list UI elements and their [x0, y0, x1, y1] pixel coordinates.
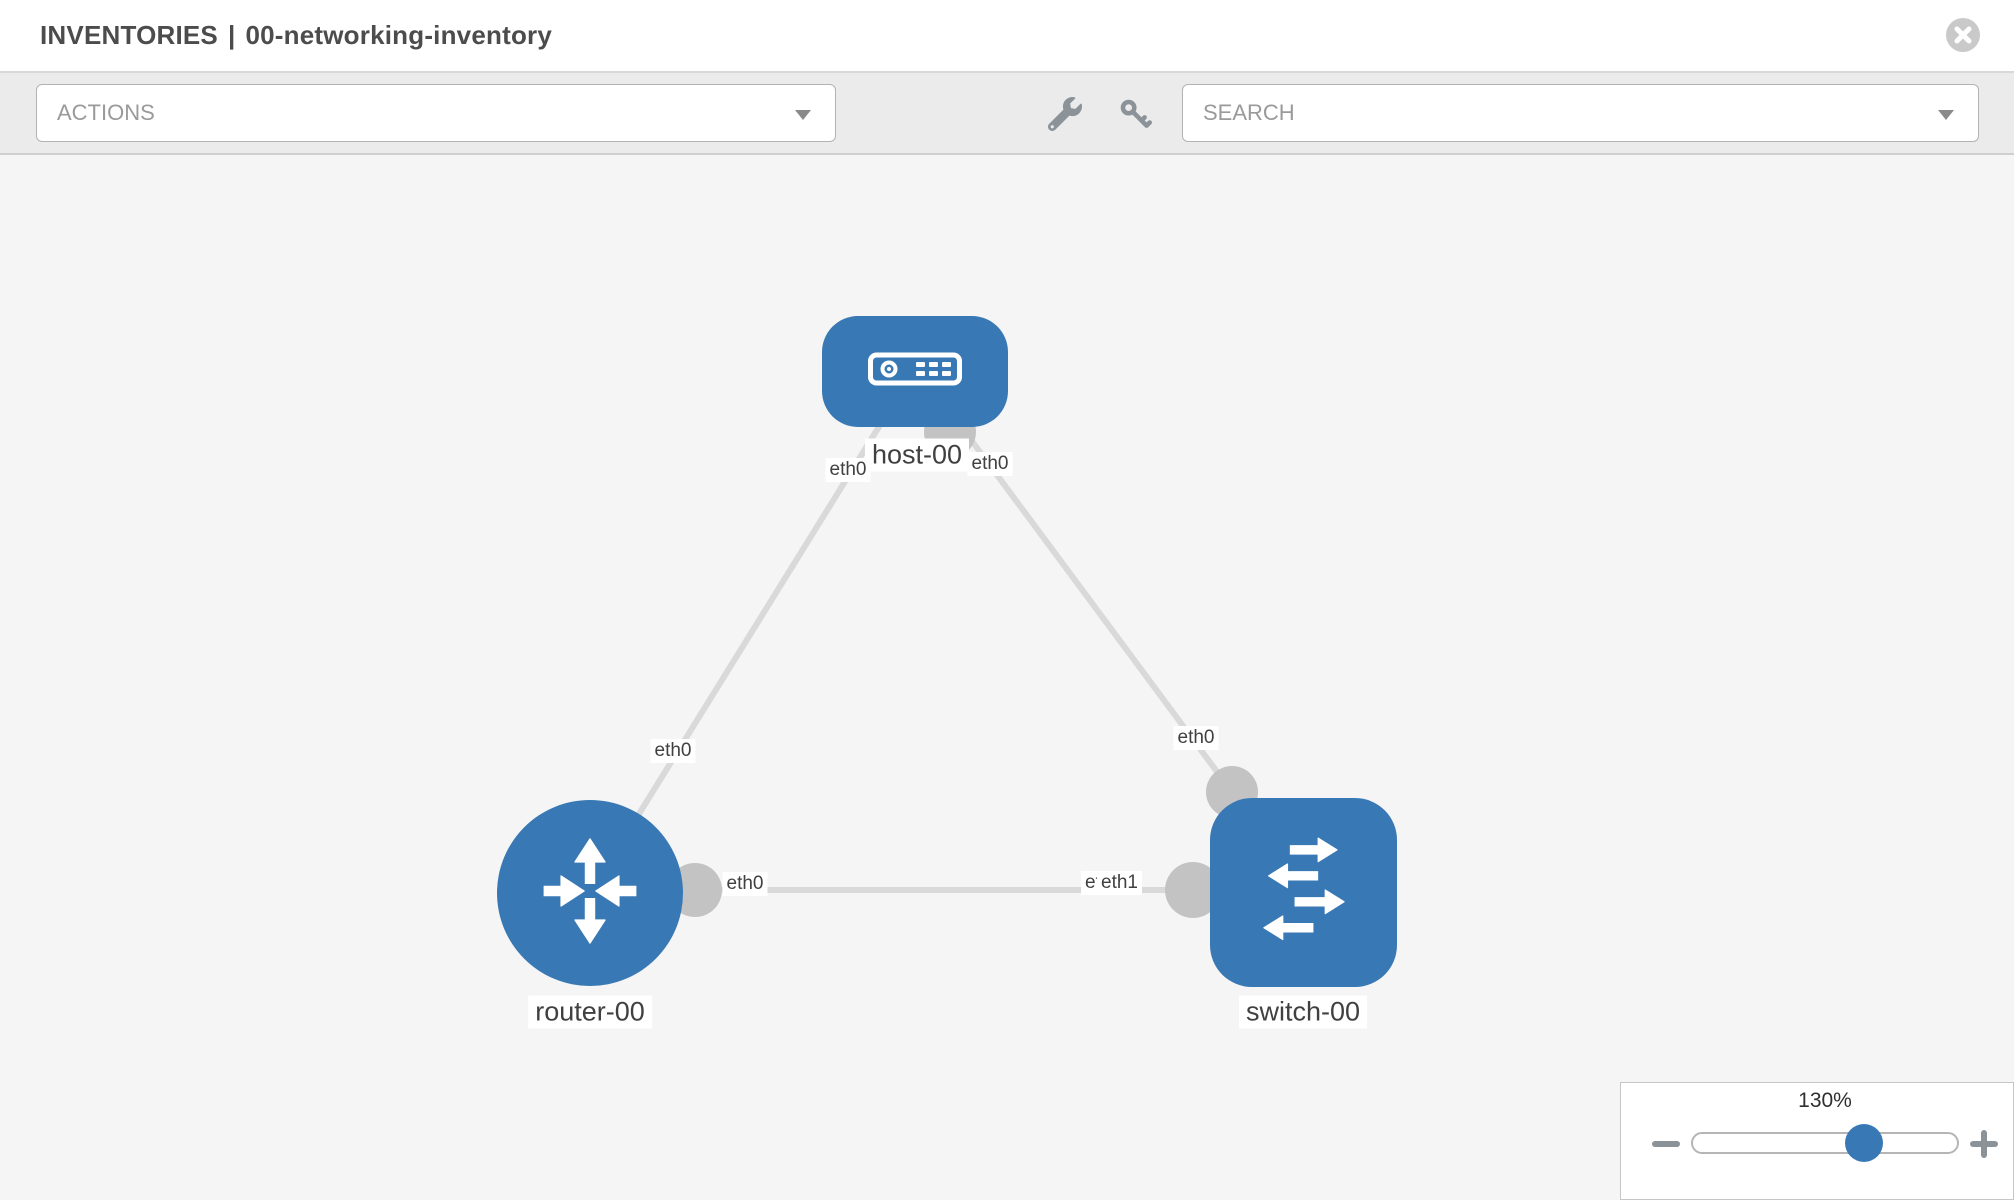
if-label-host-left: eth0	[825, 458, 871, 482]
breadcrumb-section: INVENTORIES	[40, 20, 218, 50]
switch-icon	[1245, 831, 1363, 954]
breadcrumb-separator: |	[227, 20, 236, 50]
close-button[interactable]	[1946, 18, 1980, 52]
toolbar: ACTIONS SEARCH	[0, 73, 2014, 155]
title-bar: INVENTORIES | 00-networking-inventory	[0, 0, 2014, 73]
breadcrumb-inventory-name: 00-networking-inventory	[245, 20, 553, 50]
host-icon	[867, 351, 963, 392]
if-label-switch-up: eth0	[1173, 726, 1219, 750]
node-label-router: router-00	[528, 995, 652, 1029]
plus-icon	[1970, 1130, 1998, 1158]
page-title: INVENTORIES | 00-networking-inventory	[40, 0, 552, 71]
minus-icon	[1652, 1141, 1680, 1147]
zoom-in-button[interactable]	[1969, 1129, 1999, 1159]
actions-dropdown-label: ACTIONS	[57, 100, 155, 125]
zoom-percentage: 130%	[1798, 1089, 1852, 1112]
zoom-slider-track[interactable]	[1691, 1132, 1959, 1154]
if-label-router-up: eth0	[650, 739, 696, 763]
if-label-switch-mid: eth1	[1097, 871, 1142, 895]
search-dropdown-label: SEARCH	[1203, 100, 1295, 125]
zoom-control-panel: 130%	[1620, 1082, 2014, 1200]
zoom-slider-thumb[interactable]	[1845, 1124, 1883, 1162]
node-label-host: host-00	[864, 438, 970, 472]
if-label-router-mid: eth0	[722, 872, 768, 896]
if-label-host-right: eth0	[967, 452, 1013, 476]
link-lines	[587, 423, 1235, 895]
port-circles	[668, 406, 1258, 918]
node-label-switch: switch-00	[1238, 995, 1368, 1029]
zoom-out-button[interactable]	[1651, 1129, 1681, 1159]
chevron-down-icon	[795, 110, 811, 120]
router-icon	[532, 833, 648, 954]
chevron-down-icon	[1938, 110, 1954, 120]
node-router-00[interactable]	[497, 800, 683, 986]
search-dropdown[interactable]: SEARCH	[1182, 84, 1979, 142]
key-icon[interactable]	[1118, 97, 1152, 131]
close-icon	[1954, 26, 1972, 44]
node-switch-00[interactable]	[1210, 798, 1397, 987]
actions-dropdown[interactable]: ACTIONS	[36, 84, 836, 142]
wrench-icon[interactable]	[1047, 97, 1082, 132]
node-host-00[interactable]	[822, 316, 1008, 427]
